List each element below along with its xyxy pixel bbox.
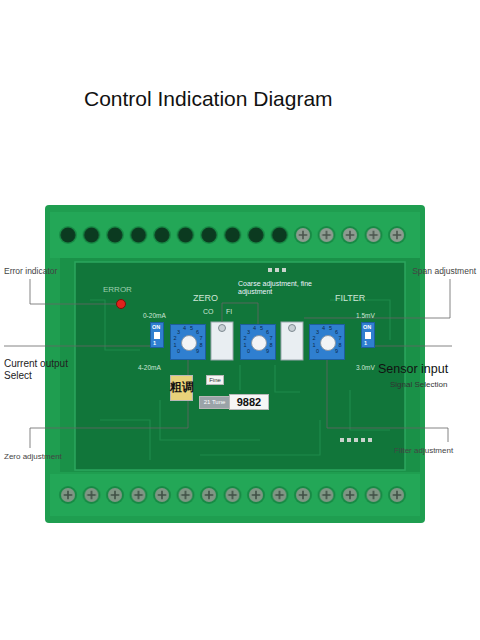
dial-digit: 9 <box>333 348 341 354</box>
callout-label: Span adjustment <box>380 266 476 276</box>
board-marking: ERROR <box>103 285 132 295</box>
dial-digit: 8 <box>336 342 344 348</box>
dial-digit: 6 <box>333 329 341 335</box>
dial-digit: 5 <box>187 325 195 331</box>
dial-digit: 9 <box>194 348 202 354</box>
dial-digit: 7 <box>197 335 205 341</box>
dial-digit: 7 <box>336 335 344 341</box>
coarse-sticker: 粗调 <box>170 375 193 401</box>
board-marking: 0-20mA <box>143 312 166 320</box>
error-led <box>117 300 126 309</box>
dial-digit: 2 <box>241 335 249 341</box>
rotary-knob <box>251 335 267 351</box>
sticker-text: Fine <box>207 376 223 384</box>
bottom-terminal-strip <box>50 474 420 516</box>
dial-digit: 7 <box>267 335 275 341</box>
trimmer-potentiometer <box>211 322 303 360</box>
board-marking: 3.0mV <box>356 364 375 372</box>
tune-sticker: 21 Tune <box>199 396 230 409</box>
sticker-text: 9882 <box>230 395 268 409</box>
rotary-switch: 0123456789 <box>240 324 276 360</box>
dial-digit: 0 <box>313 348 321 354</box>
dial-digit: 2 <box>171 335 179 341</box>
terminal-screws <box>56 478 409 512</box>
switch-marking: 1 <box>364 340 367 346</box>
switch-marking: ON <box>363 324 371 330</box>
rotary-knob <box>181 335 197 351</box>
dial-digit: 4 <box>320 325 328 331</box>
board-marking: ZERO <box>193 293 218 304</box>
dial-digit: 2 <box>310 335 318 341</box>
callout-label: Signal Selection <box>390 380 447 390</box>
board-marking: 1.5mV <box>356 312 375 320</box>
dip-switch: ON 1 <box>150 322 164 348</box>
callout-label: Current output Select <box>4 358 76 382</box>
dial-digit: 8 <box>197 342 205 348</box>
rotary-knob <box>320 335 336 351</box>
callout-label: Coarse adjustment, fine adjustment <box>238 280 316 297</box>
module-housing <box>45 205 425 523</box>
callout-label: Filter adjustment <box>394 446 453 456</box>
callout-label: Error indicator <box>4 266 57 276</box>
pin-header <box>268 268 372 442</box>
pcb-board <box>75 262 405 470</box>
rotary-switch: 0123456789 <box>309 324 345 360</box>
dial-digit: 5 <box>257 325 265 331</box>
dial-digit: 0 <box>244 348 252 354</box>
dial-digit: 0 <box>174 348 182 354</box>
diagram-title: Control Indication Diagram <box>84 86 333 111</box>
dip-slider <box>365 332 371 339</box>
board-marking: FILTER <box>335 293 365 304</box>
leader-lines <box>4 279 452 448</box>
dip-slider <box>154 332 160 339</box>
terminal-holes <box>56 215 291 255</box>
dial-digit: 3 <box>244 329 252 335</box>
dial-digit: 1 <box>310 342 318 348</box>
dial-digit: 9 <box>264 348 272 354</box>
serial-sticker: 9882 <box>229 394 269 410</box>
board-marking: FI <box>226 308 232 316</box>
housing-window <box>60 258 420 472</box>
switch-marking: ON <box>152 324 160 330</box>
dial-digit: 1 <box>171 342 179 348</box>
board-marking: CO <box>203 308 214 316</box>
dial-digit: 4 <box>181 325 189 331</box>
dial-digit: 1 <box>241 342 249 348</box>
dial-digit: 8 <box>267 342 275 348</box>
rotary-switch: 0123456789 <box>170 324 206 360</box>
dial-digit: 3 <box>174 329 182 335</box>
sticker-text: 21 Tune <box>200 397 229 408</box>
callout-label: Zero adjustment <box>4 452 62 462</box>
dip-switch: ON 1 <box>361 322 375 348</box>
terminal-screws <box>291 215 409 255</box>
board-marking: 4-20mA <box>138 364 161 372</box>
switch-marking: 1 <box>153 340 156 346</box>
dial-digit: 5 <box>326 325 334 331</box>
top-terminal-strip <box>50 212 420 258</box>
dial-digit: 4 <box>251 325 259 331</box>
dial-digit: 6 <box>194 329 202 335</box>
pcb-traces <box>90 300 390 460</box>
dial-digit: 3 <box>313 329 321 335</box>
sticker-text: 粗调 <box>171 376 192 400</box>
fine-sticker: Fine <box>206 375 224 385</box>
dial-digit: 6 <box>264 329 272 335</box>
callout-label: Sensor input <box>378 362 448 377</box>
